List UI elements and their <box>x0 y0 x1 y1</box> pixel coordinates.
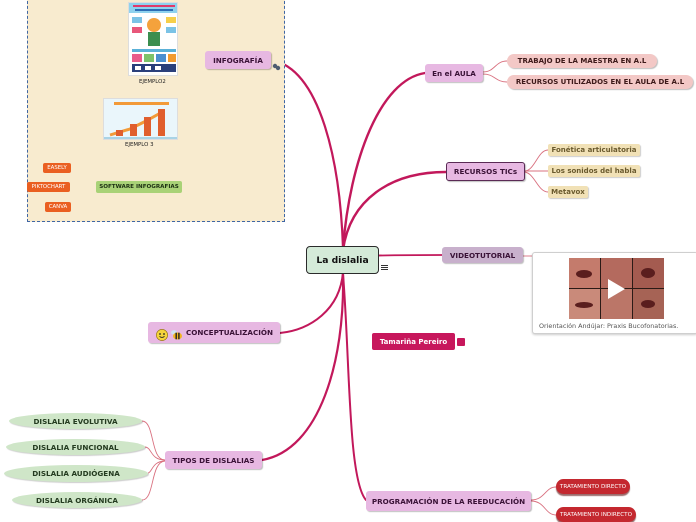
play-icon[interactable] <box>606 278 626 300</box>
video-caption: Orientación Andújar: Praxis Bucofonatori… <box>539 322 679 330</box>
infographic-thumbnail-ejemplo3[interactable] <box>103 98 178 140</box>
infografia-label: INFOGRAFÍA <box>213 55 263 65</box>
tipos-node[interactable]: TIPOS DE DISLALIAS <box>165 451 262 469</box>
connector-aula-2 <box>482 73 508 83</box>
connector-tipos-3 <box>147 460 166 474</box>
tool-piktochart[interactable]: PIKTOCHART <box>27 182 70 192</box>
tipo-organica[interactable]: DISLALIA ORGÁNICA <box>12 492 142 508</box>
connector-tipos-2 <box>144 446 166 461</box>
tipo-evolutiva[interactable]: DISLALIA EVOLUTIVA <box>9 413 142 429</box>
tratamiento-directo[interactable]: TRATAMIENTO DIRECTO <box>556 479 630 494</box>
tipo-organica-label: DISLALIA ORGÁNICA <box>36 495 118 505</box>
notes-icon[interactable] <box>381 256 388 270</box>
author-label: Tamariña Pereiro <box>379 337 448 346</box>
videotutorial-label: VIDEOTUTORIAL <box>449 250 516 260</box>
aula-item-recursos-label: RECURSOS UTILIZADOS EN EL AULA DE A.L <box>515 78 685 86</box>
tipo-audiogena-label: DISLALIA AUDIÓGENA <box>32 469 120 478</box>
connector-tipos-4 <box>141 460 166 501</box>
aula-label: En el AULA <box>432 68 476 78</box>
tics-item-metavox[interactable]: Metavox <box>548 186 588 198</box>
tool-canva-label: CANVA <box>48 204 68 210</box>
video-thumbnail[interactable] <box>569 258 664 319</box>
connector-programacion <box>342 273 367 501</box>
bee-icon <box>170 326 183 340</box>
software-infografias-label: SOFTWARE INFOGRAFIAS <box>99 184 179 190</box>
ejemplo2-label: EJEMPLO2 <box>139 79 166 85</box>
videotutorial-node[interactable]: VIDEOTUTORIAL <box>442 247 523 263</box>
tool-easely-label: EASELY <box>47 165 67 171</box>
central-topic[interactable]: La dislalia <box>306 246 379 274</box>
author-node[interactable]: Tamariña Pereiro <box>372 333 455 350</box>
tics-item-fonetica-label: Fonética articulatoria <box>551 146 637 154</box>
tics-node[interactable]: RECURSOS TICs <box>446 162 525 181</box>
aula-item-trabajo[interactable]: TRABAJO DE LA MAESTRA EN A.L <box>507 54 657 68</box>
connector-tipos <box>260 272 345 462</box>
programacion-label: PROGRAMACIÓN DE LA REEDUCACIÓN <box>371 496 526 506</box>
tratamiento-indirecto-label: TRATAMIENTO INDIRECTO <box>559 511 632 518</box>
aula-item-trabajo-label: TRABAJO DE LA MAESTRA EN A.L <box>517 57 647 65</box>
central-topic-label: La dislalia <box>316 254 369 266</box>
connector-prog-2 <box>530 500 557 516</box>
aula-node[interactable]: En el AULA <box>425 64 483 82</box>
connector-aula <box>341 71 427 250</box>
tipo-audiogena[interactable]: DISLALIA AUDIÓGENA <box>4 465 148 482</box>
link-icon[interactable] <box>272 56 281 71</box>
connector-infografia <box>270 58 345 250</box>
tratamiento-directo-label: TRATAMIENTO DIRECTO <box>559 483 627 490</box>
connector-tics-3 <box>524 171 549 193</box>
aula-item-recursos[interactable]: RECURSOS UTILIZADOS EN EL AULA DE A.L <box>507 75 693 89</box>
connector-concept <box>279 271 344 334</box>
tool-easely[interactable]: EASELY <box>43 163 71 173</box>
connector-tics <box>341 170 448 252</box>
tics-item-sonidos-label: Los sonidos del habla <box>551 167 637 175</box>
tics-item-sonidos[interactable]: Los sonidos del habla <box>548 165 640 177</box>
tipo-funcional[interactable]: DISLALIA FUNCIONAL <box>6 439 145 455</box>
video-preview-card[interactable]: Orientación Andújar: Praxis Bucofonatori… <box>532 252 696 334</box>
tics-item-metavox-label: Metavox <box>551 188 585 196</box>
note-icon[interactable] <box>457 338 465 352</box>
tool-piktochart-label: PIKTOCHART <box>31 184 66 190</box>
ejemplo3-label: EJEMPLO 3 <box>125 142 154 148</box>
tics-item-fonetica[interactable]: Fonética articulatoria <box>548 144 640 156</box>
tics-label: RECURSOS TICs <box>453 167 518 176</box>
tipo-evolutiva-label: DISLALIA EVOLUTIVA <box>33 416 118 426</box>
programacion-node[interactable]: PROGRAMACIÓN DE LA REEDUCACIÓN <box>366 491 531 511</box>
connector-tipos-1 <box>141 420 166 461</box>
infografia-node[interactable]: INFOGRAFÍA <box>205 51 271 69</box>
tipo-funcional-label: DISLALIA FUNCIONAL <box>32 442 119 452</box>
connector-aula-1 <box>482 60 508 73</box>
tipos-label: TIPOS DE DISLALIAS <box>172 455 255 465</box>
conceptualizacion-label: CONCEPTUALIZACIÓN <box>186 328 274 337</box>
connector-tics-1 <box>524 149 549 172</box>
tratamiento-indirecto[interactable]: TRATAMIENTO INDIRECTO <box>556 507 636 522</box>
infographic-thumbnail-ejemplo2[interactable] <box>128 2 178 76</box>
tool-canva[interactable]: CANVA <box>45 202 71 212</box>
software-infografias-node[interactable]: SOFTWARE INFOGRAFIAS <box>96 181 182 193</box>
connector-prog-1 <box>530 486 557 501</box>
smiley-icon <box>156 326 168 341</box>
